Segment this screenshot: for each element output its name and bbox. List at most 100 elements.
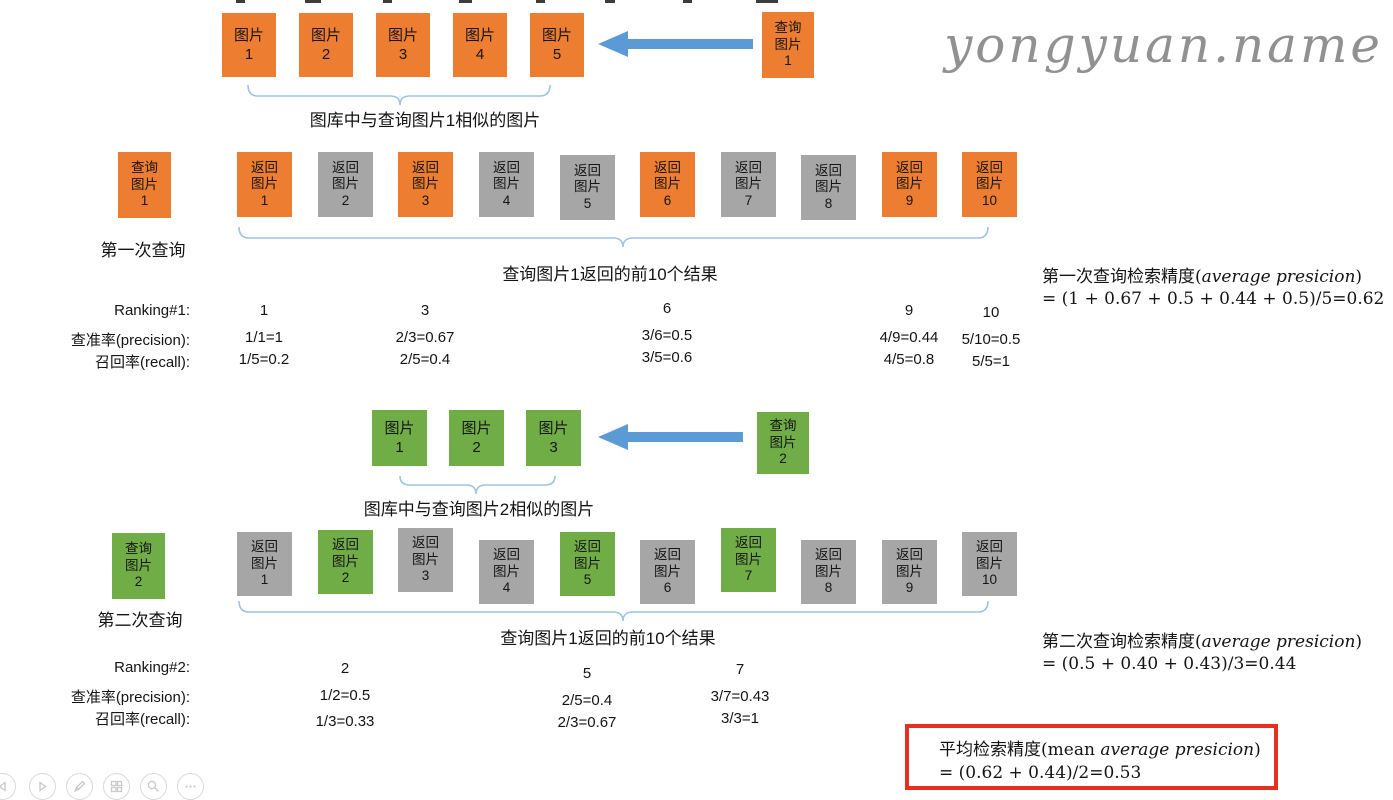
map-cn-text: 平均检索精度 xyxy=(939,740,1041,759)
ap-italic-text: average presicion xyxy=(1201,632,1356,652)
recall-value: 1/5=0.2 xyxy=(238,351,290,368)
previous-slide-button[interactable] xyxy=(0,773,16,800)
precision-value: 1/1=1 xyxy=(245,329,283,346)
returned-image-box: 返回 图片 8 xyxy=(801,155,856,220)
ap-paren: ( xyxy=(1195,632,1202,652)
next-icon xyxy=(39,781,47,792)
query-row-label: 第一次查询 xyxy=(100,241,186,260)
gallery-brace-label: 图库中与查询图片1相似的图片 xyxy=(309,111,541,130)
pen-tools-button[interactable] xyxy=(66,773,93,800)
recall-value: 3/5=0.6 xyxy=(641,349,693,366)
returned-image-box: 返回 图片 10 xyxy=(962,532,1017,596)
returned-image-box: 返回 图片 5 xyxy=(560,532,615,596)
left-arrow-icon xyxy=(598,424,743,450)
map-paren: ) xyxy=(1254,740,1261,760)
returned-image-box: 返回 图片 5 xyxy=(560,155,615,220)
returned-image-box: 返回 图片 3 xyxy=(398,528,453,592)
gallery-image-box: 图片 1 xyxy=(372,410,427,466)
ranking-column: 10 5/10=0.5 5/5=1 xyxy=(926,304,1056,375)
gallery-image-box: 图片 4 xyxy=(453,13,507,77)
slides-grid-icon xyxy=(110,780,123,793)
returned-image-box: 返回 图片 4 xyxy=(479,152,534,217)
returned-image-box: 返回 图片 9 xyxy=(882,540,937,604)
precision-label: 查准率(precision): xyxy=(70,689,190,706)
cropped-text-remnant xyxy=(605,0,615,3)
gallery-image-box: 图片 1 xyxy=(222,13,276,77)
gallery-image-box: 图片 2 xyxy=(299,13,353,77)
ranking-label: Ranking#2: xyxy=(114,659,190,676)
gallery-image-box: 图片 3 xyxy=(526,410,581,466)
returned-image-box: 返回 图片 2 xyxy=(318,152,373,217)
query-image-box: 查询 图片 2 xyxy=(757,412,809,474)
precision-label: 查准率(precision): xyxy=(70,332,190,349)
rank-value: 7 xyxy=(735,661,745,678)
rank-value: 6 xyxy=(662,300,672,317)
cropped-text-remnant xyxy=(536,0,545,3)
recall-value: 4/5=0.8 xyxy=(883,351,935,368)
recall-label: 召回率(recall): xyxy=(94,354,190,371)
ellipsis-icon xyxy=(185,785,196,788)
returned-image-box: 返回 图片 6 xyxy=(640,152,695,217)
ranking-column: 9 4/9=0.44 4/5=0.8 xyxy=(844,302,974,373)
ap-formula: = (1 + 0.67 + 0.5 + 0.44 + 0.5)/5=0.62 xyxy=(1042,289,1385,309)
ranking-row-labels: Ranking#1: 查准率(precision): 召回率(recall): xyxy=(0,302,190,373)
underbrace xyxy=(247,84,551,106)
see-all-slides-button[interactable] xyxy=(103,773,130,800)
map-paren: (mean xyxy=(1041,740,1101,760)
ap-cn-text: 第二次查询检索精度 xyxy=(1042,632,1195,651)
magnifier-icon xyxy=(147,780,159,792)
recall-value: 3/3=1 xyxy=(721,710,759,727)
cropped-text-remnant xyxy=(236,0,245,3)
precision-value: 5/10=0.5 xyxy=(961,331,1021,348)
returned-image-box: 返回 图片 9 xyxy=(882,152,937,217)
more-options-button[interactable] xyxy=(177,773,204,800)
cropped-text-remnant xyxy=(383,0,392,3)
query-image-box: 查询 图片 2 xyxy=(112,533,165,599)
rank-value: 9 xyxy=(904,302,914,319)
underbrace xyxy=(238,600,989,622)
returned-image-box: 返回 图片 3 xyxy=(398,152,453,217)
returned-image-box: 返回 图片 10 xyxy=(962,152,1017,217)
underbrace xyxy=(238,226,989,248)
rank-value: 5 xyxy=(582,665,592,682)
precision-value: 4/9=0.44 xyxy=(879,329,939,346)
ranking-column: 7 3/7=0.43 3/3=1 xyxy=(675,661,805,732)
cropped-text-remnant xyxy=(305,0,321,3)
returned-image-box: 返回 图片 8 xyxy=(801,540,856,604)
ranking-column: 6 3/6=0.5 3/5=0.6 xyxy=(602,300,732,371)
ranking-column: 3 2/3=0.67 2/5=0.4 xyxy=(360,302,490,373)
returned-image-box: 返回 图片 4 xyxy=(479,540,534,604)
query-image-box: 查询 图片 1 xyxy=(118,152,171,218)
left-arrow-icon xyxy=(598,31,753,57)
cropped-text-remnant xyxy=(756,0,778,3)
map-italic-text: average presicion xyxy=(1100,740,1255,760)
next-slide-button[interactable] xyxy=(29,773,56,800)
returned-image-box: 返回 图片 7 xyxy=(721,528,776,592)
returns-brace-label: 查询图片1返回的前10个结果 xyxy=(500,629,716,648)
rank-value: 3 xyxy=(420,302,430,319)
zoom-slide-button[interactable] xyxy=(140,773,167,800)
ap-italic-text: average presicion xyxy=(1201,267,1356,287)
previous-icon xyxy=(0,781,6,792)
precision-value: 3/6=0.5 xyxy=(641,327,693,344)
precision-value: 2/5=0.4 xyxy=(561,692,613,709)
ranking-label: Ranking#1: xyxy=(114,302,190,319)
recall-value: 2/3=0.67 xyxy=(557,714,617,731)
ranking-column: 1 1/1=1 1/5=0.2 xyxy=(199,302,329,373)
recall-value: 5/5=1 xyxy=(972,353,1010,370)
ap-formula: = (0.5 + 0.40 + 0.43)/3=0.44 xyxy=(1042,654,1297,674)
cropped-text-remnant xyxy=(459,0,472,3)
ranking-column: 5 2/5=0.4 2/3=0.67 xyxy=(522,665,652,736)
precision-value: 2/3=0.67 xyxy=(395,329,455,346)
rank-value: 1 xyxy=(259,302,269,319)
ap-cn-text: 第一次查询检索精度 xyxy=(1042,267,1195,286)
average-precision-1: 第一次查询检索精度(average presicion) = (1 + 0.67… xyxy=(1042,266,1384,310)
rank-value: 10 xyxy=(982,304,1000,321)
ap-paren: ( xyxy=(1195,267,1202,287)
recall-label: 召回率(recall): xyxy=(94,711,190,728)
returned-image-box: 返回 图片 7 xyxy=(721,152,776,217)
underbrace xyxy=(399,475,556,495)
ap-paren: ) xyxy=(1355,632,1363,652)
gallery-image-box: 图片 3 xyxy=(376,13,430,77)
average-precision-2: 第二次查询检索精度(average presicion) = (0.5 + 0.… xyxy=(1042,631,1362,675)
